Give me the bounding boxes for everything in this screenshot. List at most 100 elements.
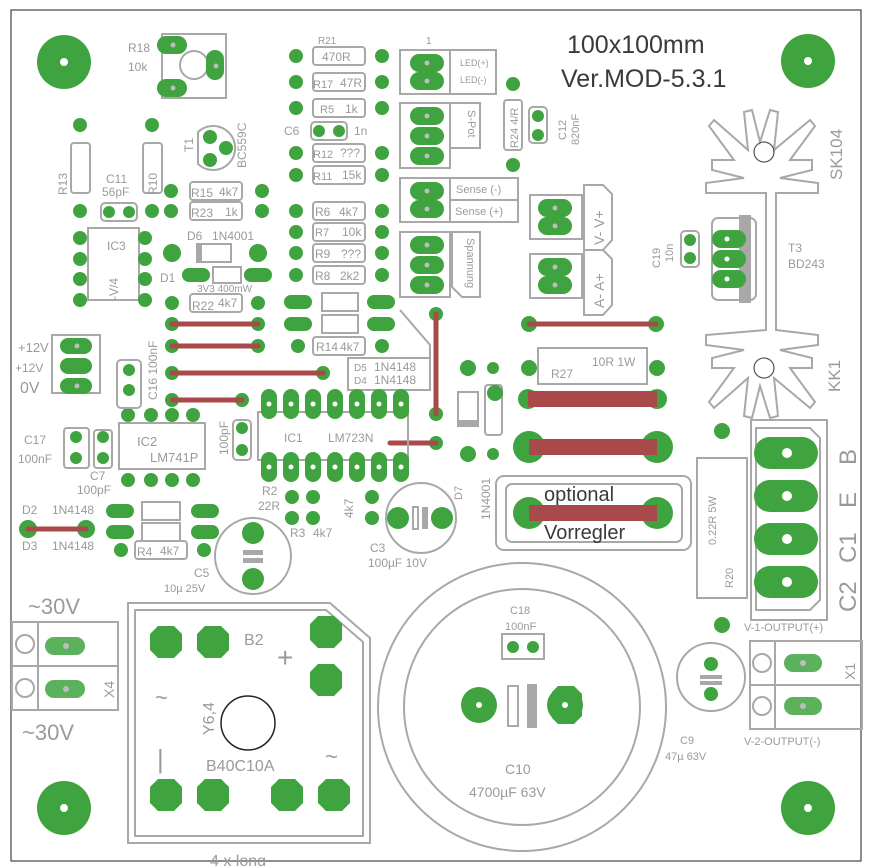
wire-bridges-right [513,316,673,463]
c11-value: 56pF [102,185,129,199]
capacitor-c10 [377,562,667,852]
transistor-t3 [711,215,757,303]
r21-label: R21 [318,36,337,47]
optional-label: optional [544,484,614,506]
capacitor-c19 [680,230,700,268]
d5-value: 1N4148 [374,360,416,374]
d2-value: 1N4148 [52,503,94,517]
r7-label: R7 [315,227,329,239]
trimmer-r18 [157,33,227,99]
r14-value: 4k7 [340,340,360,354]
ic1-dip14 [257,389,409,482]
r6-label: R6 [315,205,331,219]
kk1-pin-b: B [835,449,862,465]
d3-value: 1N4148 [52,539,94,553]
b2-ac-symbol-right: ~ [325,744,338,769]
r2-value: 22R [258,499,280,513]
transistor-t1 [197,125,237,171]
ic1-pin-drill [354,464,360,470]
d5-label: D5 [354,363,367,374]
ic2-dip8 [118,408,206,487]
r4-value: 4k7 [160,544,180,558]
r23-value: 1k [225,205,239,219]
ic1-pin-drill [266,401,272,407]
d2-label: D2 [22,503,38,517]
r8-label: R8 [315,269,331,283]
j4-pin1: 1 [426,36,432,47]
c4-value: 100pF [217,421,231,455]
resistor-r20 [696,423,748,633]
b2-plus-symbol: + [277,642,293,673]
r12-value: ??? [340,146,360,160]
capacitor-c18 [501,633,545,660]
ic1-pin-drill [398,464,404,470]
wire-bridges-left [165,317,330,407]
c7-label: C7 [90,469,106,483]
capacitor-c3 [385,482,457,554]
resistor-r24 [503,77,523,172]
ic2-label: IC2 [137,434,157,449]
r15-label: R15 [191,186,213,200]
r12-label: R12 [313,149,333,161]
r24-label: R24 4/R [509,108,521,148]
ic1-pin-drill [332,464,338,470]
connector-j8 [399,102,481,169]
ic3-value: -V/4 [107,278,121,300]
mounting-hole-bottom-right [781,781,835,835]
c17-label: C17 [24,433,46,447]
j9-label: A- A+ [591,273,607,308]
mounting-hole-top-left [37,35,91,89]
r17-value: 47R [340,76,362,90]
t1-label: T1 [182,138,196,152]
c7-value: 100pF [77,483,111,497]
j4-pin-led-plus: LED(+) [460,58,489,68]
terminal-x4 [11,621,119,711]
diodes-d5-d4 [284,292,431,391]
ic1-pin-drill [332,401,338,407]
r27-value: 10R 1W [592,355,636,369]
diode-d1 [182,266,272,284]
b2-label: B2 [244,632,264,649]
r11-label: R11 [313,171,332,183]
resistor-r13 [70,118,91,218]
d4-label: D4 [354,376,367,387]
wire-bridge-vertical [387,307,443,450]
x1-label: X1 [842,663,858,680]
resistor-column [289,46,389,285]
resistors-r2-r3 [285,490,379,525]
resistor-r23 [164,201,269,221]
d7-value: 1N4001 [479,478,493,520]
connector-j7 [399,231,481,298]
optional-vorregler [495,475,692,551]
r22-value: 4k7 [218,296,238,310]
r20-value: 0.22R 5W [707,495,719,545]
kk1-pin-c1: C1 [835,532,862,563]
d1-value: 3V3 400mW [197,284,253,295]
x4-label: X4 [101,681,117,698]
power-transistor-kk1 [750,419,828,621]
diode-d6 [163,243,267,263]
c9-value: 47µ 63V [665,751,707,763]
c6-value: 1n [354,124,367,138]
c9-label: C9 [680,735,694,747]
mounting-hole-top-right [781,34,835,88]
resistor-r15 [164,181,269,201]
r20-label: R20 [724,568,736,588]
b2-value: B40C10A [206,758,275,775]
r17-label: R17 [313,79,333,91]
resistor-r22 [165,293,265,313]
kk1-pin-e: E [835,492,862,508]
v2-output-label: V-2-OUTPUT(-) [744,736,820,748]
d4-value: 1N4148 [374,373,416,387]
ic1-pin-drill [310,401,316,407]
ic1-pin-drill [288,464,294,470]
r22-label: R22 [192,299,214,313]
r10-label: R10 [146,173,160,195]
capacitor-c16 [116,359,142,409]
c19-value: 10n [664,244,676,262]
c18-label: C18 [510,605,530,617]
r9-value: ??? [341,247,361,261]
c10-label: C10 [505,761,531,777]
ic1-pin-drill [398,401,404,407]
j6-pin-12v-b: +12V [15,361,43,375]
